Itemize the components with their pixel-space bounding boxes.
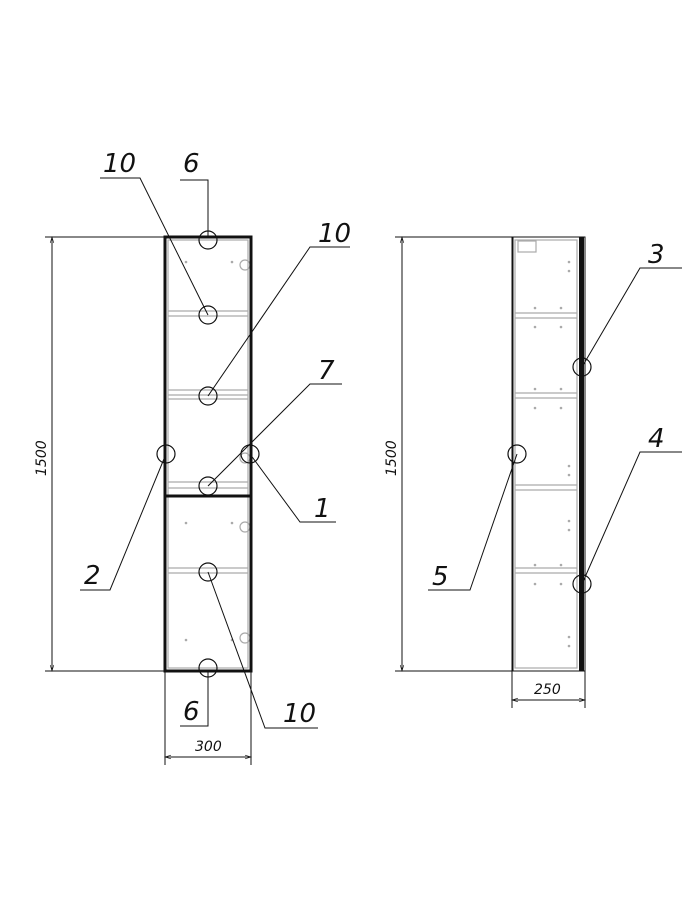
callout-label: 10 xyxy=(283,699,316,729)
leader-lines xyxy=(428,267,682,591)
callout-circles xyxy=(507,357,592,594)
callout-label: 2 xyxy=(84,561,101,591)
callout-label: 10 xyxy=(103,149,136,179)
cabinet-outline xyxy=(511,236,586,672)
dimension-height xyxy=(395,235,512,673)
dimension-label: 250 xyxy=(534,682,561,698)
leader-lines xyxy=(80,177,350,729)
callout-label: 7 xyxy=(318,356,335,386)
door-panel xyxy=(579,237,584,671)
callout-label: 3 xyxy=(648,240,665,270)
callout-label: 1 xyxy=(314,494,331,524)
shelves xyxy=(515,240,577,574)
callout-label: 6 xyxy=(183,697,200,727)
dimension-depth xyxy=(510,671,587,708)
shelves xyxy=(168,310,248,574)
dimension-label: 300 xyxy=(195,739,222,755)
dimension-label: 1500 xyxy=(34,440,50,476)
callout-label: 5 xyxy=(432,562,449,592)
holes xyxy=(184,259,251,644)
callout-label: 10 xyxy=(318,219,351,249)
dimension-width xyxy=(163,671,253,765)
front-view: 10 6 10 7 1 2 6 10 1500 300 xyxy=(34,149,351,765)
callout-label: 4 xyxy=(648,424,665,454)
callout-circles xyxy=(156,230,260,678)
dimension-label: 1500 xyxy=(384,440,400,476)
dimension-height xyxy=(45,235,165,673)
inner-outline xyxy=(514,239,578,669)
cabinet-outline xyxy=(163,235,253,673)
inner-outline xyxy=(167,239,249,669)
holes xyxy=(533,260,571,648)
callout-label: 6 xyxy=(183,149,200,179)
side-view: 3 4 5 1500 250 xyxy=(384,235,682,708)
